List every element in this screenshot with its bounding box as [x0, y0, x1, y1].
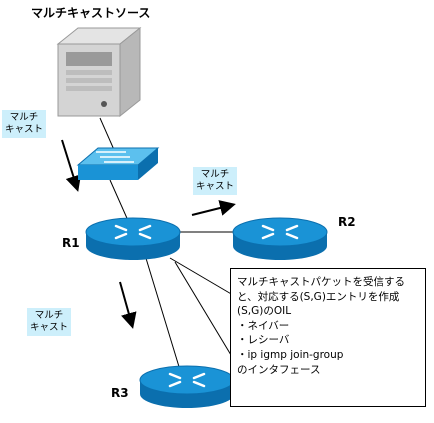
- multicast-label-line: キャスト: [30, 322, 69, 333]
- multicast-label-line: マルチ: [34, 310, 64, 321]
- note-line: マルチキャストパケットを受信する: [237, 276, 405, 288]
- note-line: (S,G)のOIL: [237, 305, 292, 318]
- link-r1-r3: [144, 254, 181, 371]
- multicast-label-line: キャスト: [196, 181, 235, 192]
- switch-icon: [76, 147, 160, 180]
- multicast-label-line: キャスト: [5, 124, 44, 135]
- note-line: ・レシーバ: [237, 334, 290, 347]
- note-line: のインタフェース: [237, 363, 321, 376]
- arrow-to-r2: [191, 200, 236, 216]
- router-label-r1: R1: [62, 236, 80, 250]
- router-r1-icon: [85, 217, 181, 260]
- multicast-label-1: マルチ キャスト: [2, 110, 47, 138]
- router-r3-icon: [139, 365, 235, 408]
- oil-note-box: マルチキャストパケットを受信する と、対応する(S,G)エントリを作成 (S,G…: [230, 268, 426, 407]
- multicast-label-3: マルチ キャスト: [27, 308, 72, 336]
- source-title: マルチキャストソース: [31, 6, 151, 20]
- router-label-r3: R3: [111, 386, 129, 400]
- arrow-to-r1: [61, 139, 82, 192]
- links: [99, 117, 251, 371]
- server-icon: [56, 26, 142, 118]
- note-line: ・ネイバー: [237, 319, 290, 332]
- note-line: と、対応する(S,G)エントリを作成: [237, 290, 400, 303]
- arrow-to-r3: [119, 281, 137, 329]
- link-switch-r1: [109, 179, 131, 226]
- multicast-label-line: マルチ: [200, 169, 230, 180]
- multicast-arrows: [61, 139, 236, 329]
- multicast-label-2: マルチ キャスト: [193, 167, 238, 195]
- pointer-line-2: [174, 261, 241, 371]
- multicast-label-line: マルチ: [9, 112, 39, 123]
- router-r2-icon: [232, 217, 328, 260]
- link-server-switch: [99, 117, 116, 153]
- note-line: ・ip igmp join-group: [237, 348, 344, 361]
- router-label-r2: R2: [338, 215, 356, 229]
